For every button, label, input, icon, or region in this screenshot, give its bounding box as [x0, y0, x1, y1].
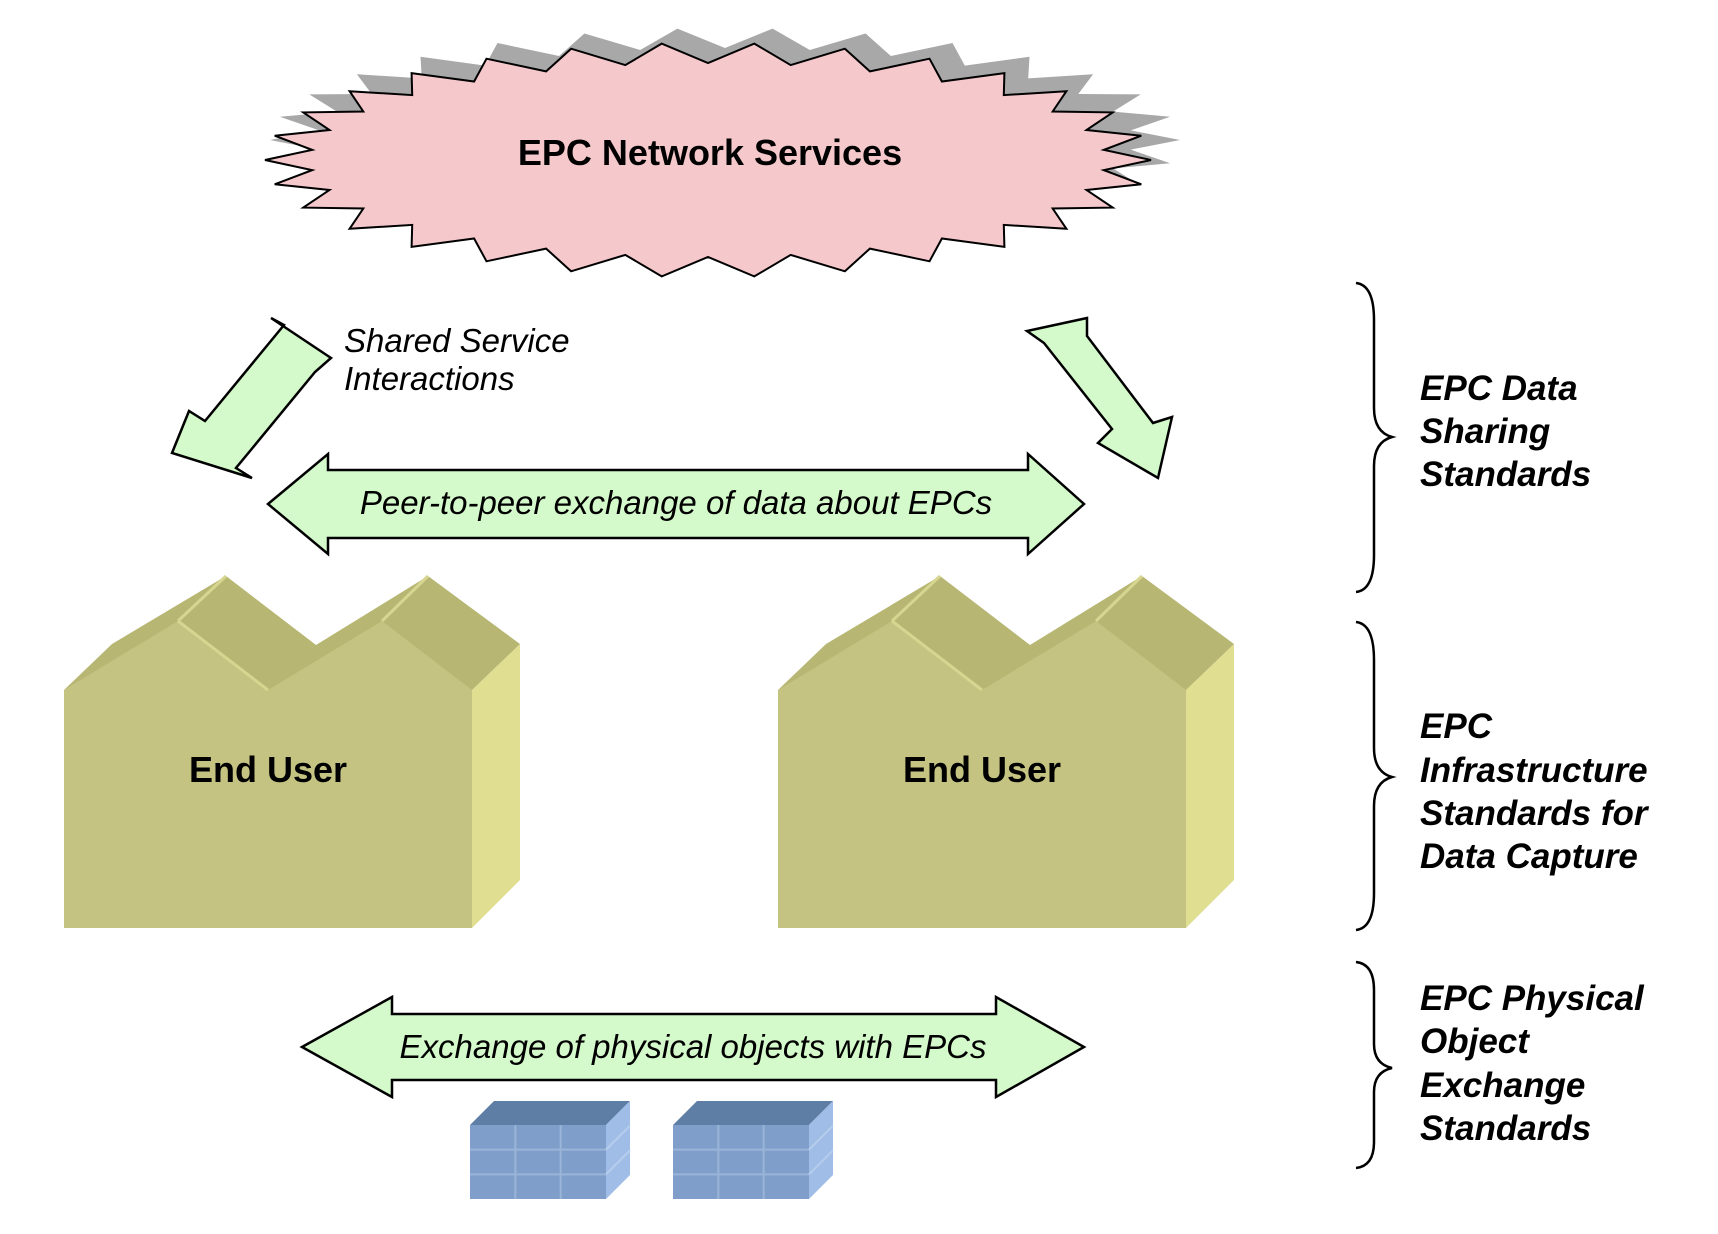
box-side [809, 1101, 833, 1199]
standards-line: Data Capture [1420, 837, 1638, 876]
standards-line: Sharing [1420, 412, 1550, 451]
standards-line: Exchange [1420, 1066, 1585, 1105]
end-user-label: End User [189, 749, 347, 790]
end-user-label: End User [903, 749, 1061, 790]
brace-physical-object [1355, 960, 1393, 1170]
right-shared-service-arrow [1023, 316, 1174, 480]
left-shared-service-arrow [170, 316, 334, 480]
roof-seam [891, 619, 983, 692]
epc-network-services-cloud[interactable]: EPC Network Services [264, 28, 1180, 278]
shared-service-label: Shared Service [344, 322, 570, 359]
physical-objects-label: Exchange of physical objects with EPCs [400, 1028, 987, 1065]
standards-line: EPC [1420, 707, 1493, 746]
building-side [1186, 644, 1234, 928]
brace-data-sharing [1355, 281, 1397, 594]
box-front [470, 1125, 606, 1199]
box-side [606, 1101, 630, 1199]
physical-object-standards-label: EPC Physical Object Exchange Standards [1420, 979, 1645, 1148]
standards-line: Standards [1420, 1109, 1591, 1148]
standards-line: Standards [1420, 455, 1591, 494]
box-divider [808, 1149, 834, 1176]
box-top [673, 1101, 833, 1125]
standards-line: Infrastructure [1420, 751, 1648, 790]
building-side [472, 644, 520, 928]
standards-line: Object [1420, 1022, 1530, 1061]
roof-seam [176, 574, 228, 623]
standards-line: Standards for [1420, 794, 1650, 833]
end-user-building-left[interactable]: End User [64, 574, 520, 928]
box-front [673, 1125, 809, 1199]
roof-seam [890, 574, 942, 623]
standards-line: EPC Physical [1420, 979, 1645, 1018]
building-front [64, 621, 472, 928]
infrastructure-standards-label: EPC Infrastructure Standards for Data Ca… [1420, 707, 1650, 876]
box-divider [605, 1149, 631, 1176]
building-front [778, 621, 1186, 928]
peer-to-peer-arrow: Peer-to-peer exchange of data about EPCs [266, 451, 1086, 557]
cloud-shape [264, 42, 1152, 278]
cloud-label: EPC Network Services [518, 132, 902, 173]
box-top [470, 1101, 630, 1125]
box-divider [808, 1124, 834, 1151]
physical-object-boxes [470, 1101, 834, 1199]
roof-seam [177, 619, 269, 692]
brace-infrastructure [1355, 620, 1397, 932]
box-divider [605, 1124, 631, 1151]
data-sharing-standards-label: EPC Data Sharing Standards [1420, 369, 1591, 494]
physical-objects-arrow: Exchange of physical objects with EPCs [299, 994, 1087, 1100]
peer-to-peer-label: Peer-to-peer exchange of data about EPCs [360, 484, 992, 521]
roof-seam [1094, 574, 1144, 623]
standards-line: EPC Data [1420, 369, 1578, 408]
roof-seam [380, 574, 430, 623]
end-user-building-right[interactable]: End User [778, 574, 1234, 928]
shared-service-label-line2: Interactions [344, 360, 515, 397]
